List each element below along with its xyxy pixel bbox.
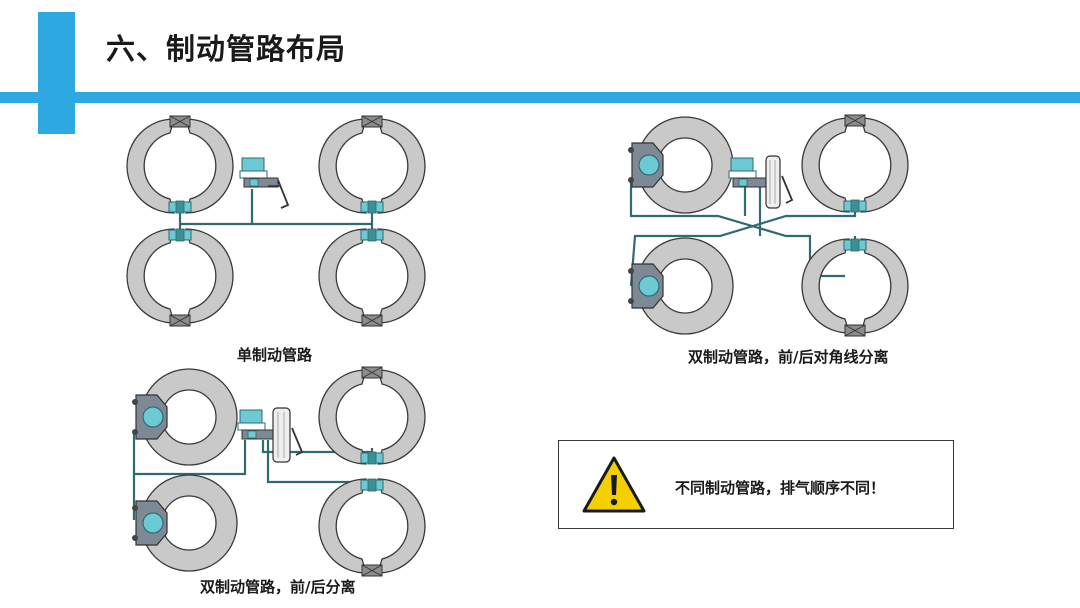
disc-brake-front-left (131, 368, 238, 466)
drum-brake-rear-left (126, 228, 234, 327)
accent-bar-horizontal (0, 92, 1080, 103)
disc-brake-rear-left (131, 474, 238, 572)
accent-bar-vertical (38, 12, 75, 134)
warning-triangle-icon (582, 456, 646, 513)
diagram-diagonal-split (627, 114, 909, 337)
diagram-front-rear-split (131, 366, 426, 577)
drum-brake-front-right (801, 114, 909, 213)
drum-brake-front-right (318, 115, 426, 214)
master-cylinder-booster (728, 155, 794, 209)
warning-box: 不同制动管路，排气顺序不同！ (558, 440, 954, 529)
diagram-single-circuit (126, 115, 426, 327)
disc-brake-front-left (627, 116, 734, 214)
caption-diagonal-split: 双制动管路，前/后对角线分离 (688, 348, 889, 366)
master-cylinder-booster (237, 407, 304, 463)
caption-front-rear-split: 双制动管路，前/后分离 (200, 578, 356, 596)
caption-single-circuit: 单制动管路 (237, 346, 313, 364)
drum-brake-rear-right (801, 238, 909, 337)
disc-brake-rear-left (627, 237, 734, 335)
drum-brake-rear-right (318, 228, 426, 327)
slide-title: 六、制动管路布局 (106, 32, 347, 66)
drum-brake-front-left (126, 115, 234, 214)
warning-text: 不同制动管路，排气顺序不同！ (675, 479, 886, 497)
drum-brake-rear-right (318, 478, 426, 577)
master-cylinder (239, 157, 290, 209)
